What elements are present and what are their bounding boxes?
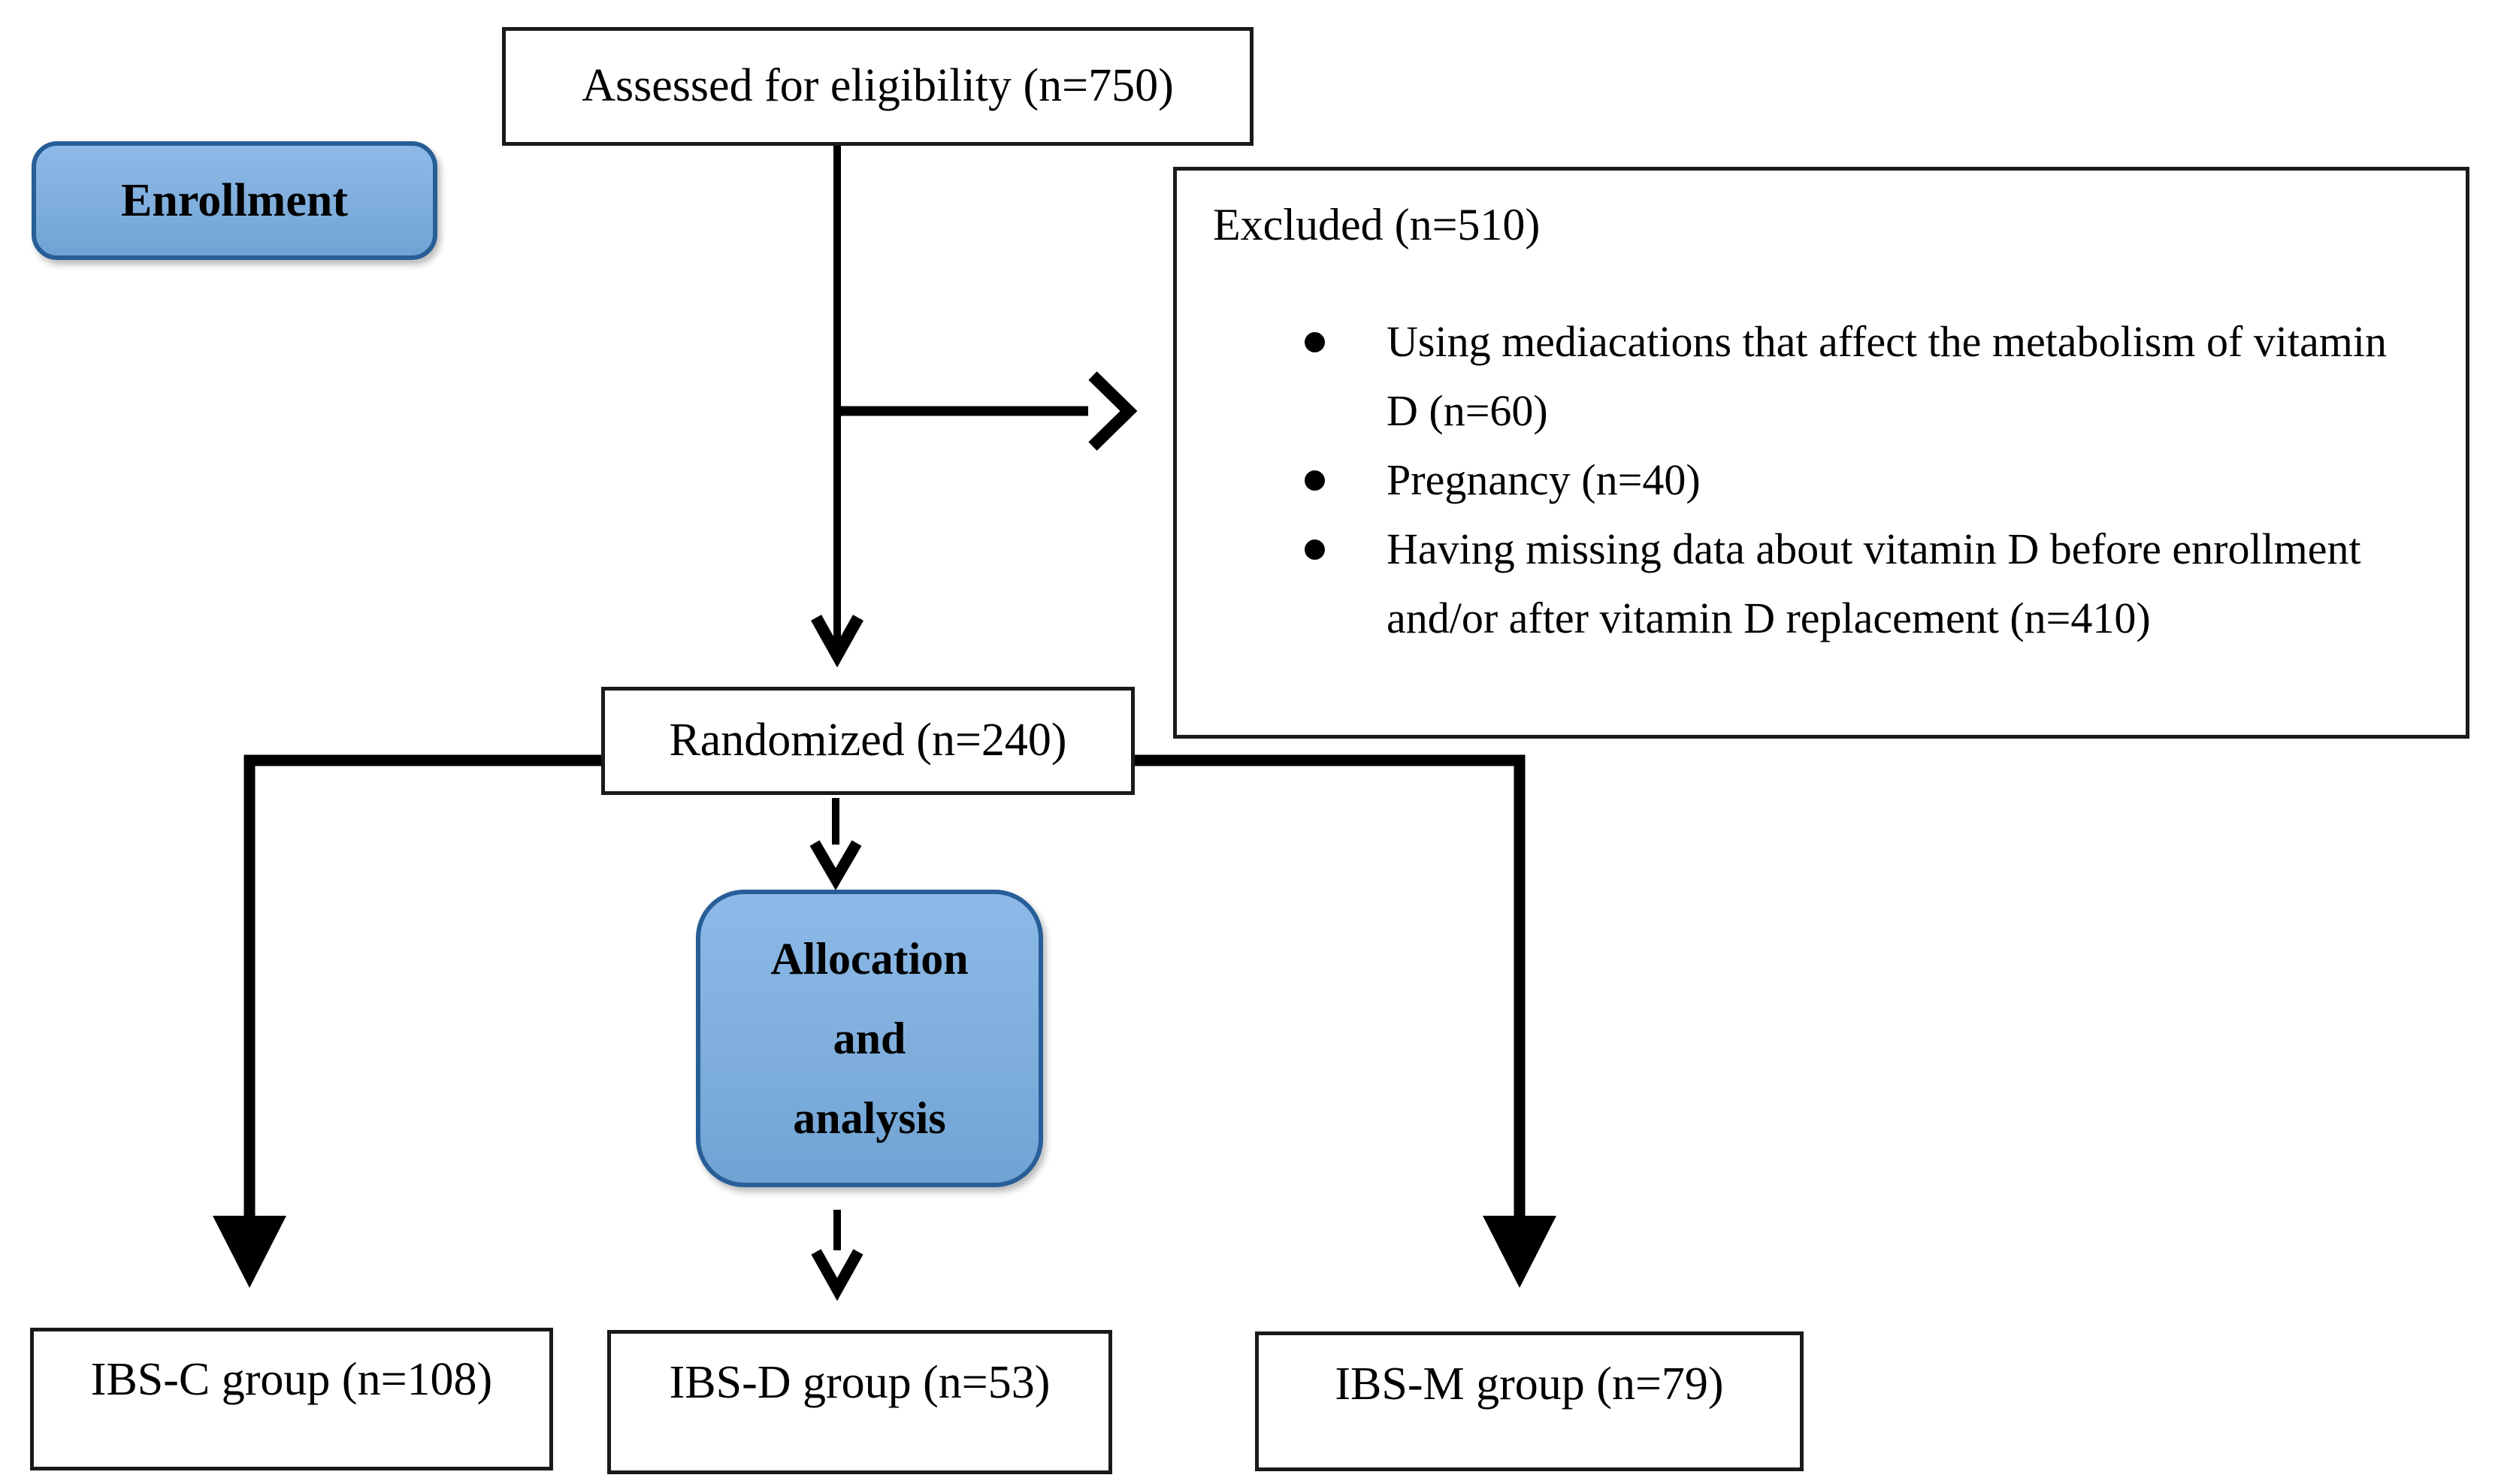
excluded-bullet-item: Using mediacations that affect the metab… [1305, 307, 2466, 446]
excluded-bullet-text: Having missing data about vitamin D befo… [1387, 524, 2361, 642]
excluded-bullet-item: Having missing data about vitamin D befo… [1305, 515, 2466, 653]
excluded-bullet-list: Using mediacations that affect the metab… [1177, 307, 2466, 653]
arrowhead-down-ibs-d-icon [811, 1249, 863, 1301]
allocation-stage-badge: Allocation and analysis [696, 890, 1043, 1187]
excluded-box: Excluded (n=510) Using mediacations that… [1173, 167, 2469, 739]
allocation-stage-label-line1: Allocation [770, 934, 969, 984]
randomized-box: Randomized (n=240) [601, 687, 1135, 795]
group-box-ibs-c: IBS-C group (n=108) [30, 1328, 553, 1470]
excluded-bullet-item: Pregnancy (n=40) [1305, 446, 2466, 515]
enrollment-stage-label: Enrollment [121, 174, 348, 226]
bullet-dot-icon [1305, 515, 1387, 560]
randomized-label: Randomized (n=240) [669, 715, 1067, 766]
enrollment-stage-badge: Enrollment [32, 141, 437, 260]
assessed-eligibility-label: Assessed for eligibility (n=750) [582, 60, 1174, 112]
arrowhead-down-allocation-icon [809, 840, 862, 890]
group-box-ibs-d: IBS-D group (n=53) [607, 1330, 1112, 1474]
allocation-stage-label-line2: and [833, 1014, 906, 1063]
bullet-dot-icon [1305, 307, 1387, 352]
arrowhead-triangle-ibs-c-icon [213, 1216, 286, 1288]
group-label-ibs-c: IBS-C group (n=108) [90, 1354, 493, 1406]
arrowhead-triangle-ibs-m-icon [1483, 1216, 1556, 1288]
excluded-title: Excluded (n=510) [1213, 200, 1541, 249]
bullet-dot-icon [1305, 446, 1387, 491]
group-label-ibs-m: IBS-M group (n=79) [1335, 1358, 1724, 1410]
arrowhead-right-excluded-icon [1088, 371, 1138, 451]
allocation-stage-label-line3: analysis [793, 1093, 946, 1143]
arrowhead-down-randomized-icon [811, 615, 863, 668]
excluded-bullet-text: Using mediacations that affect the metab… [1387, 317, 2387, 435]
group-box-ibs-m: IBS-M group (n=79) [1255, 1331, 1804, 1471]
assessed-eligibility-box: Assessed for eligibility (n=750) [502, 27, 1254, 146]
excluded-bullet-text: Pregnancy (n=40) [1387, 455, 1701, 504]
group-label-ibs-d: IBS-D group (n=53) [669, 1357, 1051, 1409]
